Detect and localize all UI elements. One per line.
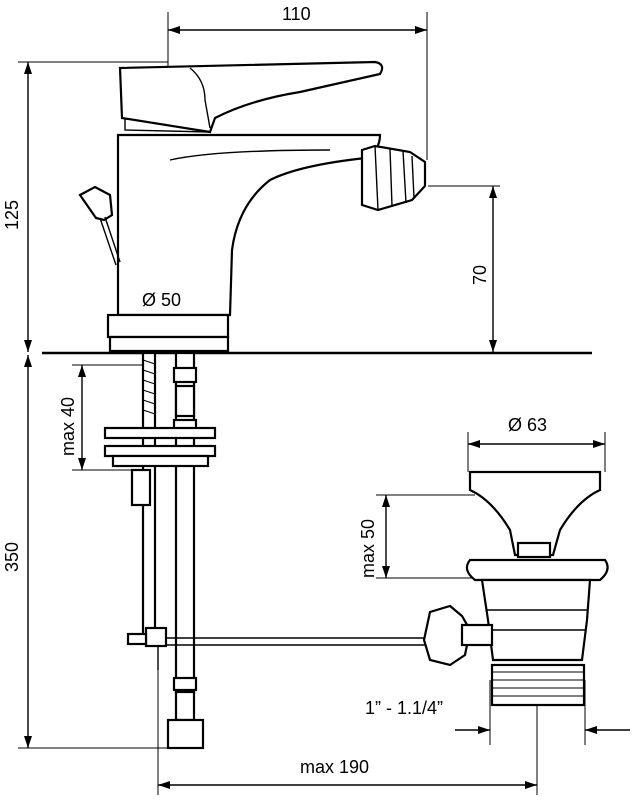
dim-350-label: 350: [2, 542, 22, 572]
dimension-labels: 110 125 70 Ø 50 max 40 350 Ø 63 max 50 1…: [2, 4, 547, 777]
under-deck-assembly: [103, 351, 430, 750]
faucet-body: [78, 60, 427, 353]
dim-diameter-63-label: Ø 63: [508, 415, 547, 435]
dim-125-label: 125: [2, 200, 22, 230]
dim-max-190-label: max 190: [300, 757, 369, 777]
dim-110-label: 110: [282, 4, 311, 24]
dim-70-label: 70: [470, 265, 490, 285]
dim-max-40-label: max 40: [58, 397, 78, 456]
pop-up-waste: [422, 470, 609, 707]
dim-diameter-50-label: Ø 50: [142, 290, 181, 310]
spray-nozzle: [360, 144, 427, 212]
dim-max-50-label: max 50: [358, 519, 378, 578]
dim-thread-label: 1” - 1.1/4”: [365, 698, 443, 718]
